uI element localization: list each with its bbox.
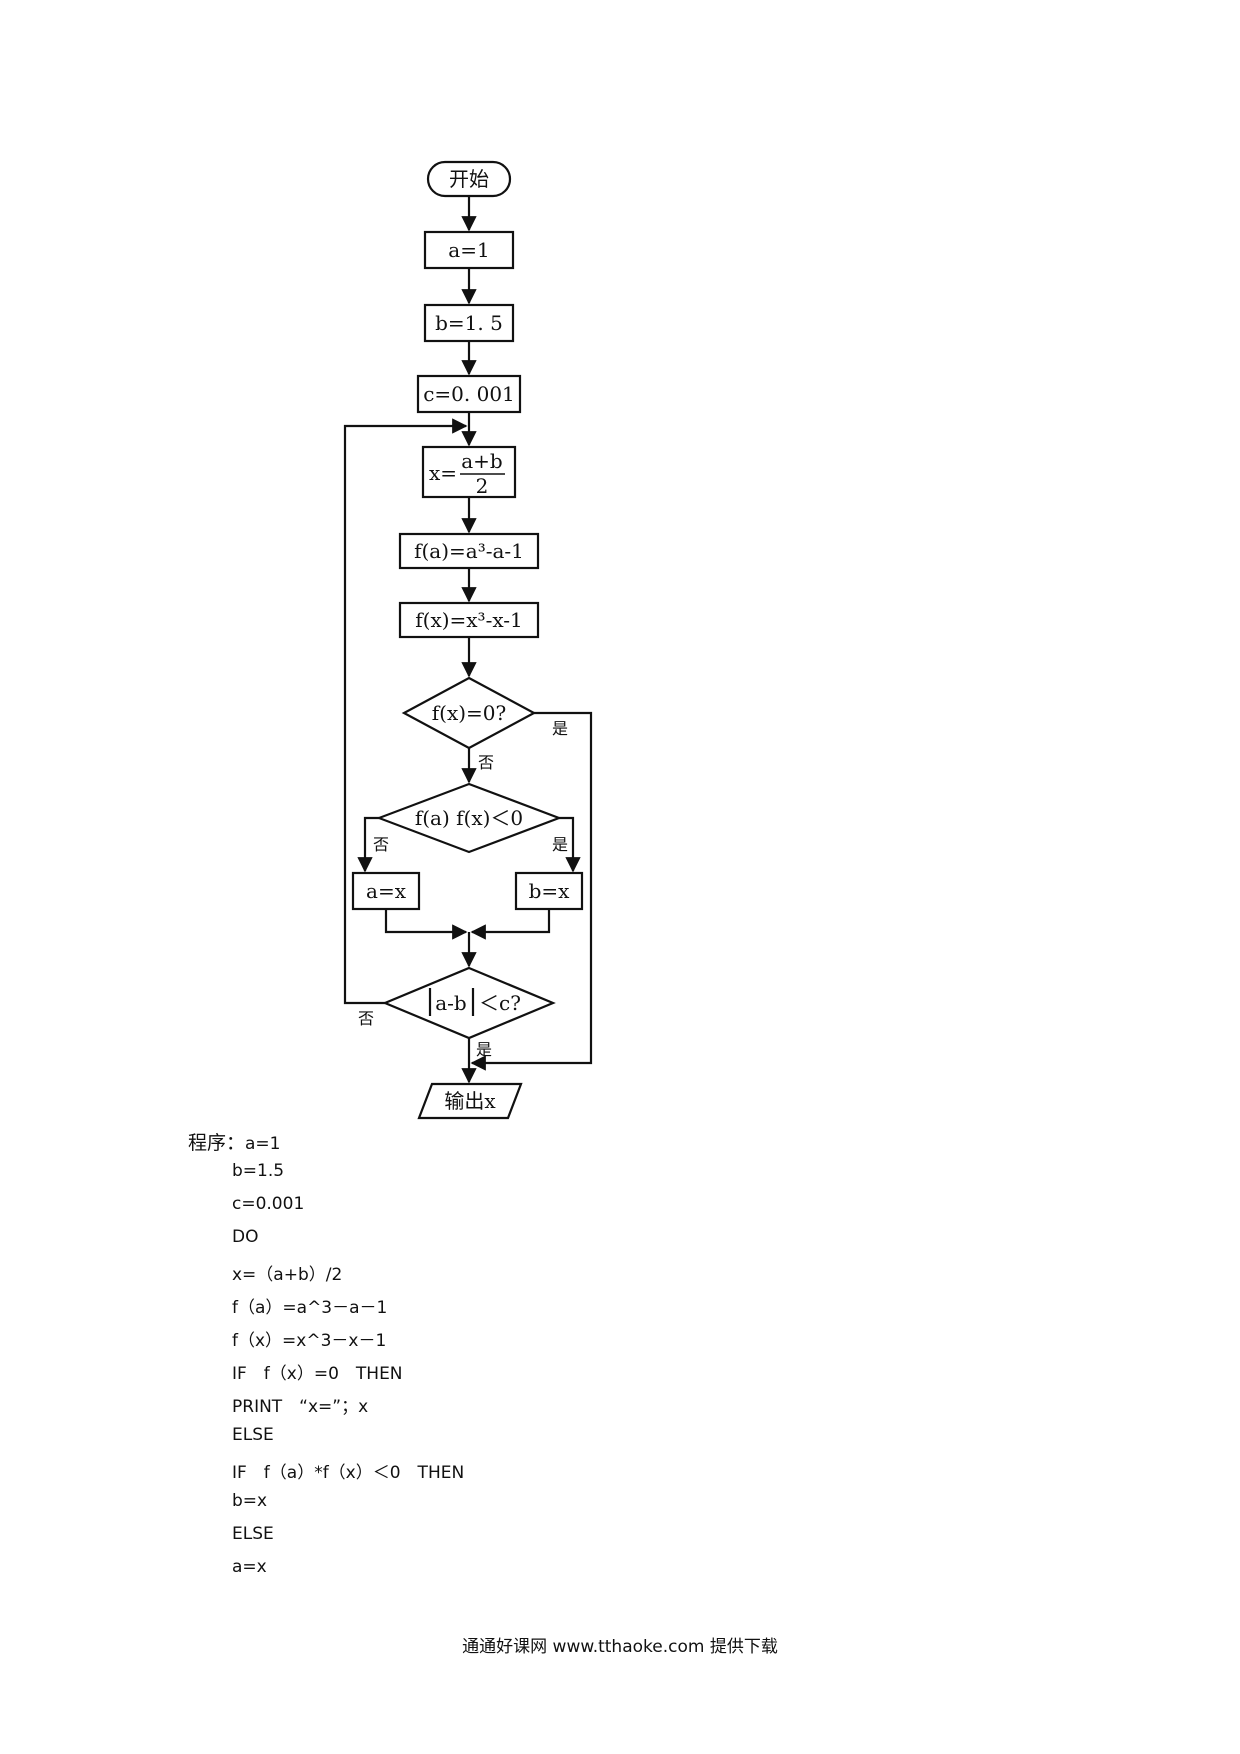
decision-fx-zero-label: f(x)=0? (432, 701, 507, 725)
program-line-7: f（x）=x^3－x－1 (232, 1331, 387, 1351)
decision-stop-yes: 是 (476, 1040, 492, 1059)
decision-sign-yes: 是 (552, 835, 568, 854)
program-line-13: ELSE (232, 1524, 274, 1544)
flowchart: 开始 a=1 b=1. 5 c=0. 001 x= a+b 2 f(a)=a³-… (343, 160, 593, 1120)
decision-fx-zero-no: 否 (478, 753, 494, 772)
process-fx-label: f(x)=x³-x-1 (415, 608, 523, 632)
decision-stop: a-b ＜c? (382, 966, 556, 1040)
program-line-3: c=0.001 (232, 1194, 305, 1214)
process-fa: f(a)=a³-a-1 (398, 532, 540, 570)
page-footer: 通通好课网 www.tthaoke.com 提供下载 (462, 1637, 778, 1657)
program-line-text: a=1 (245, 1134, 281, 1154)
process-a-init-label: a=1 (448, 238, 489, 262)
process-assign-b: b=x (514, 871, 584, 911)
program-label: 程序： (188, 1132, 246, 1154)
process-b-init: b=1. 5 (423, 303, 515, 343)
decision-stop-rest: ＜c? (479, 991, 521, 1015)
program-line-2: b=1.5 (232, 1161, 285, 1181)
process-fx: f(x)=x³-x-1 (398, 601, 540, 639)
decision-fx-zero-yes: 是 (552, 719, 568, 738)
decision-sign-no: 否 (373, 835, 389, 854)
decision-sign-label: f(a) f(x)＜0 (415, 806, 523, 830)
program-line-4: DO (232, 1227, 259, 1247)
process-assign-a: a=x (351, 871, 421, 911)
program-line-11: IF f（a）*f（x）＜0 THEN (232, 1463, 465, 1483)
process-b-init-label: b=1. 5 (435, 311, 503, 335)
program-line-8: IF f（x）=0 THEN (232, 1364, 403, 1384)
program-line-5: x=（a+b）/2 (232, 1265, 343, 1285)
decision-fx-zero: f(x)=0? (401, 676, 537, 750)
midpoint-denominator: 2 (476, 474, 489, 498)
output-x-label: 输出x (444, 1089, 496, 1113)
process-fa-label: f(a)=a³-a-1 (414, 539, 524, 563)
process-a-init: a=1 (423, 230, 515, 270)
output-x: 输出x (417, 1082, 523, 1120)
program-line-10: ELSE (232, 1425, 274, 1445)
decision-stop-no: 否 (358, 1009, 374, 1028)
process-c-init-label: c=0. 001 (423, 382, 515, 406)
midpoint-numerator: a+b (461, 449, 502, 473)
start-terminal: 开始 (426, 160, 512, 198)
program-line-14: a=x (232, 1557, 267, 1577)
program-line-6: f（a）=a^3－a－1 (232, 1298, 388, 1318)
midpoint-lhs: x= (429, 461, 457, 485)
program-line-12: b=x (232, 1491, 268, 1511)
decision-sign: f(a) f(x)＜0 (375, 782, 563, 854)
program-line-1: 程序：a=1 (188, 1128, 281, 1155)
process-c-init: c=0. 001 (416, 374, 522, 414)
process-midpoint: x= a+b 2 (421, 445, 517, 499)
start-label: 开始 (449, 167, 489, 191)
process-assign-b-label: b=x (529, 879, 571, 903)
decision-stop-abs: a-b (435, 991, 466, 1015)
program-line-9: PRINT “x=”；x (232, 1397, 369, 1417)
process-assign-a-label: a=x (366, 879, 407, 903)
